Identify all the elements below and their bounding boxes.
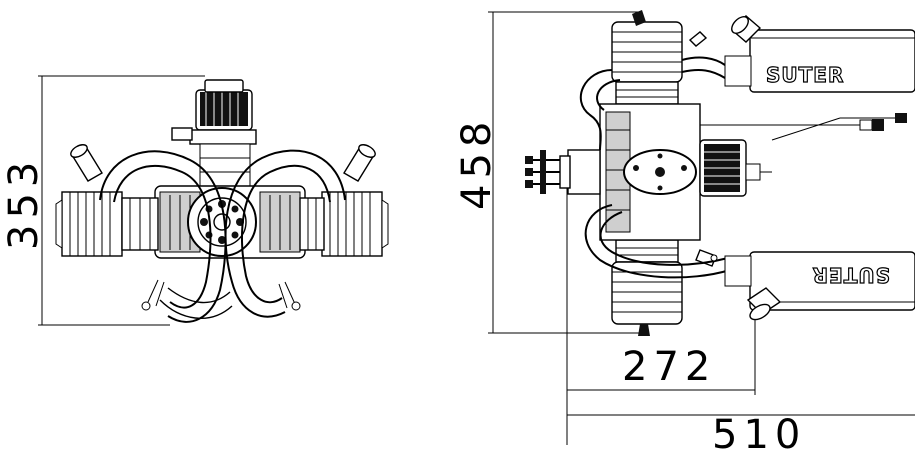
top-propeller-hub [525, 149, 601, 195]
front-view: 353 [1, 75, 389, 326]
lower-cylinder [611, 239, 683, 336]
top-height-dimension: 458 [454, 11, 640, 334]
left-cylinder [55, 191, 159, 257]
front-height-dimension: 353 [1, 75, 205, 326]
top-width-dimensions: 272 510 [566, 175, 915, 450]
width-272-label: 272 [622, 344, 716, 390]
starter-motor [171, 79, 257, 187]
upper-muffler-logo: SUTER [766, 63, 844, 87]
front-height-label: 353 [1, 156, 47, 250]
propeller-hub [187, 187, 257, 257]
lower-muffler-logo: SUTER [812, 263, 890, 287]
top-crankcase [599, 103, 701, 241]
lower-muffler: SUTER [724, 251, 915, 321]
top-starter-motor [699, 139, 772, 197]
top-view: 458 272 510 [454, 10, 915, 450]
front-exhaust-pipes [70, 144, 376, 323]
upper-cylinder [611, 10, 683, 105]
ignition-wire [700, 119, 884, 131]
top-exhaust-headers [579, 31, 731, 279]
upper-muffler: SUTER [724, 15, 915, 141]
top-height-label: 458 [454, 116, 500, 210]
width-510-label: 510 [712, 412, 806, 450]
right-cylinder [299, 191, 389, 257]
